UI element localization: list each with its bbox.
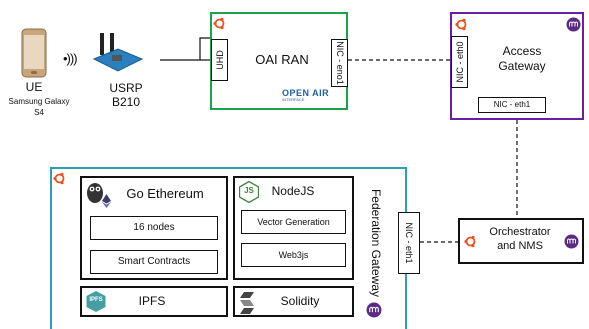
nodes-label: 16 nodes <box>133 222 175 233</box>
federation-gateway-title: Federation Gateway <box>369 188 383 298</box>
solidity-panel: Solidity <box>233 286 354 317</box>
ethereum-icon <box>102 194 111 208</box>
orchestrator-title-line1: Orchestrator <box>489 226 551 238</box>
uhd-label: UHD <box>215 50 225 70</box>
federation-nic-eth1-label: NIC - eth1 <box>404 222 414 264</box>
nodejs-panel: JS NodeJS Vector Generation Web3js <box>233 176 354 280</box>
nodejs-title: NodeJS <box>271 184 315 198</box>
ue-device-line2: S4 <box>34 108 44 117</box>
ipfs-logo-text: IPFS <box>89 297 103 303</box>
nic-eth1-label: NIC - eth1 <box>493 100 531 109</box>
openair-logo: OPEN AIR INTERFACE <box>282 88 330 102</box>
magma-icon <box>566 17 581 32</box>
wireless-signal-icon: •))) <box>63 51 78 66</box>
access-gateway-box: NIC - eth0 Access Gateway NIC - eth1 <box>450 12 584 120</box>
ubuntu-icon <box>455 18 468 31</box>
ubuntu-icon <box>53 172 66 185</box>
smart-contracts-box: Smart Contracts <box>90 250 218 274</box>
nodejs-logo-text: JS <box>244 186 254 195</box>
magma-icon <box>564 234 579 249</box>
solidity-logo-icon <box>240 292 254 314</box>
oai-ran-title: OAI RAN <box>255 52 309 67</box>
nic-eno1-port: NIC - eno1 <box>331 39 348 87</box>
web3js-label: Web3js <box>278 250 309 260</box>
vector-generation-label: Vector Generation <box>257 217 330 227</box>
ue-device-line1: Samsung Galaxy <box>8 97 70 106</box>
access-gateway-title-line1: Access <box>502 44 542 58</box>
vector-generation-box: Vector Generation <box>241 210 346 234</box>
orchestrator-title-line2: and NMS <box>497 240 543 252</box>
access-gateway-title-line2: Gateway <box>498 59 546 73</box>
smart-contracts-label: Smart Contracts <box>117 256 191 267</box>
uhd-port: UHD <box>211 39 228 81</box>
usrp-line1: USRP <box>109 81 143 95</box>
nic-eth1-port: NIC - eth1 <box>478 97 546 113</box>
solidity-title: Solidity <box>280 294 320 308</box>
ubuntu-icon <box>213 17 226 30</box>
orchestrator-box: Orchestrator and NMS <box>458 218 584 264</box>
ue-label: UE <box>25 80 43 94</box>
web3js-box: Web3js <box>241 243 346 267</box>
ipfs-panel: IPFS IPFS <box>80 286 228 317</box>
ipfs-title: IPFS <box>138 294 166 308</box>
usrp-line2: B210 <box>111 95 141 109</box>
usrp-board-icon <box>92 31 144 73</box>
nic-eth0-port: NIC - eth0 <box>451 36 468 88</box>
ipfs-logo-icon: IPFS <box>86 291 106 312</box>
ubuntu-icon <box>464 235 477 248</box>
go-ethereum-title: Go Ethereum <box>126 186 204 201</box>
nic-eth0-label: NIC - eth0 <box>455 41 465 83</box>
nic-eno1-label: NIC - eno1 <box>335 41 345 85</box>
nodejs-logo-icon: JS <box>238 180 260 204</box>
federation-nic-eth1-port: NIC - eth1 <box>398 212 420 274</box>
gopher-icon <box>85 180 105 204</box>
magma-icon <box>366 302 382 318</box>
oai-ran-box: UHD OAI RAN NIC - eno1 OPEN AIR INTERFAC… <box>210 12 348 110</box>
smartphone-icon <box>21 28 47 78</box>
nodes-box: 16 nodes <box>90 216 218 240</box>
go-ethereum-panel: Go Ethereum 16 nodes Smart Contracts <box>80 176 228 280</box>
